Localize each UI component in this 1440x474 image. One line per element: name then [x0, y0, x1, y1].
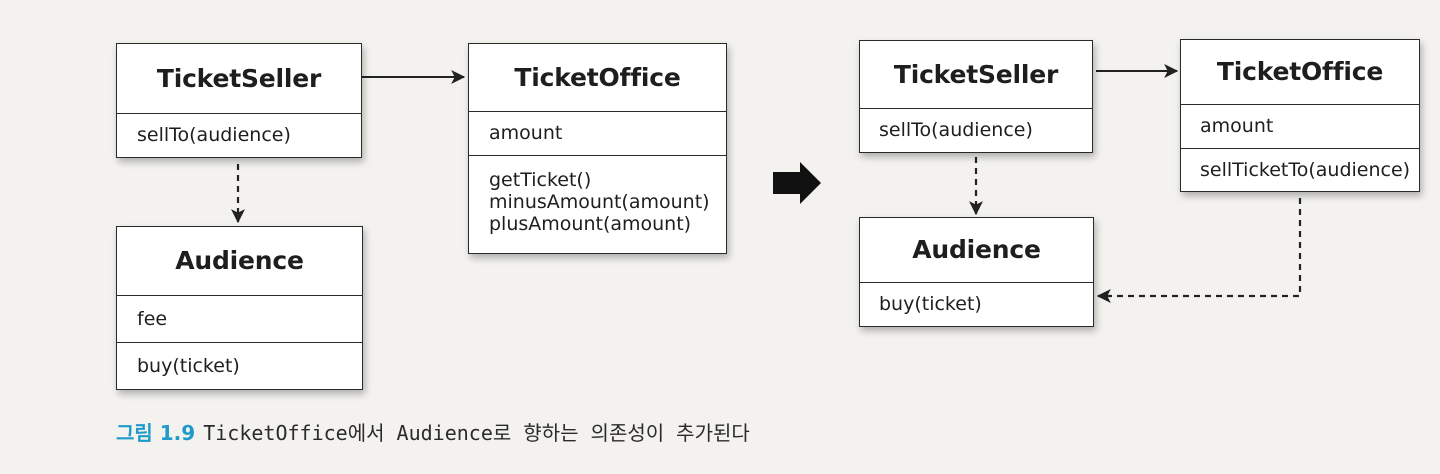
class-name: TicketOffice — [514, 62, 681, 92]
methods-section: sellTicketTo(audience) — [1181, 148, 1419, 191]
class-name: TicketOffice — [1216, 57, 1384, 86]
attribute: amount — [489, 122, 563, 144]
method: buy(ticket) — [879, 293, 982, 315]
method: sellTo(audience) — [137, 124, 291, 146]
method: getTicket() — [489, 169, 592, 191]
method: sellTo(audience) — [879, 119, 1033, 141]
figure-caption: 그림 1.9 TicketOffice에서 Audience로 향하는 의존성이 … — [116, 417, 750, 446]
method: minusAmount(amount) — [489, 191, 710, 213]
class-ticketoffice-right: TicketOffice amount sellTicketTo(audienc… — [1180, 39, 1420, 192]
attributes-section: fee — [117, 295, 362, 342]
methods-section: buy(ticket) — [117, 342, 362, 388]
method: buy(ticket) — [137, 355, 240, 377]
class-audience-left: Audience fee buy(ticket) — [116, 226, 363, 390]
methods-section: sellTo(audience) — [117, 113, 361, 157]
method: plusAmount(amount) — [489, 213, 692, 235]
class-name: Audience — [912, 235, 1041, 264]
methods-section: getTicket() minusAmount(amount) plusAmou… — [469, 155, 726, 253]
class-name: TicketSeller — [893, 59, 1059, 89]
class-ticketoffice-left: TicketOffice amount getTicket() minusAmo… — [468, 43, 727, 254]
methods-section: buy(ticket) — [860, 282, 1093, 326]
transition-arrow-icon — [773, 162, 821, 204]
caption-text: TicketOffice에서 Audience로 향하는 의존성이 추가된다 — [203, 421, 750, 445]
methods-section: sellTo(audience) — [860, 108, 1092, 152]
attribute: fee — [137, 308, 168, 330]
class-name: Audience — [175, 246, 304, 275]
figure-number: 그림 1.9 — [116, 421, 196, 445]
attributes-section: amount — [469, 111, 726, 155]
class-name: TicketSeller — [156, 63, 322, 93]
attributes-section: amount — [1181, 104, 1419, 148]
new-dependency-arrow — [1096, 198, 1302, 303]
class-ticketseller-left: TicketSeller sellTo(audience) — [116, 43, 362, 158]
method: sellTicketTo(audience) — [1200, 159, 1411, 181]
class-ticketseller-right: TicketSeller sellTo(audience) — [859, 40, 1093, 153]
attribute: amount — [1200, 115, 1274, 137]
class-audience-right: Audience buy(ticket) — [859, 217, 1094, 327]
